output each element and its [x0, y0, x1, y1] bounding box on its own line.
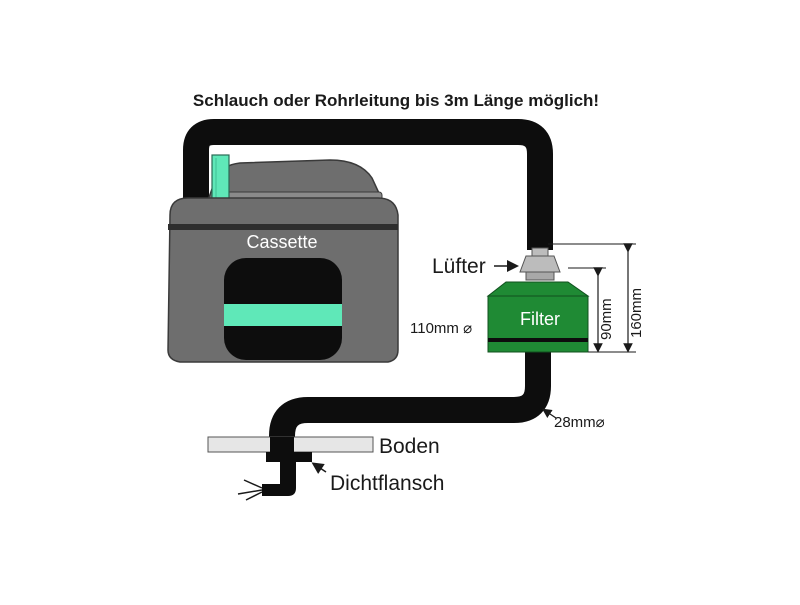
- dim-90mm-label: 90mm: [598, 298, 615, 340]
- hose-diameter-label: 28mm⌀: [554, 414, 605, 431]
- outlet-wires: [237, 479, 263, 501]
- fan-base: [525, 271, 555, 281]
- filter-diameter-label: 110mm ⌀: [410, 320, 472, 337]
- filter-body: [487, 295, 589, 353]
- diagram-title: Schlauch oder Rohrleitung bis 3m Länge m…: [193, 91, 599, 110]
- upper-hose: [183, 119, 553, 250]
- cassette-band: [168, 224, 398, 230]
- hose-diameter-arrow: [542, 408, 557, 419]
- filter-label: Filter: [520, 309, 560, 329]
- fan-body: [519, 255, 561, 273]
- cassette-label: Cassette: [246, 232, 317, 252]
- flange-label: Dichtflansch: [330, 472, 444, 495]
- vent-connector: [211, 154, 230, 202]
- dim-160mm-label: 160mm: [628, 288, 645, 338]
- tank-stripe: [224, 304, 342, 326]
- filter-band: [488, 338, 588, 342]
- seal-flange: [266, 452, 312, 462]
- fan-label: Lüfter: [432, 255, 486, 278]
- filter-top: [486, 281, 590, 297]
- flange-arrow: [311, 462, 327, 474]
- floor-label: Boden: [379, 435, 440, 458]
- fan-top: [531, 247, 549, 257]
- lower-hose: [269, 348, 551, 462]
- outlet-pipe: [262, 462, 296, 496]
